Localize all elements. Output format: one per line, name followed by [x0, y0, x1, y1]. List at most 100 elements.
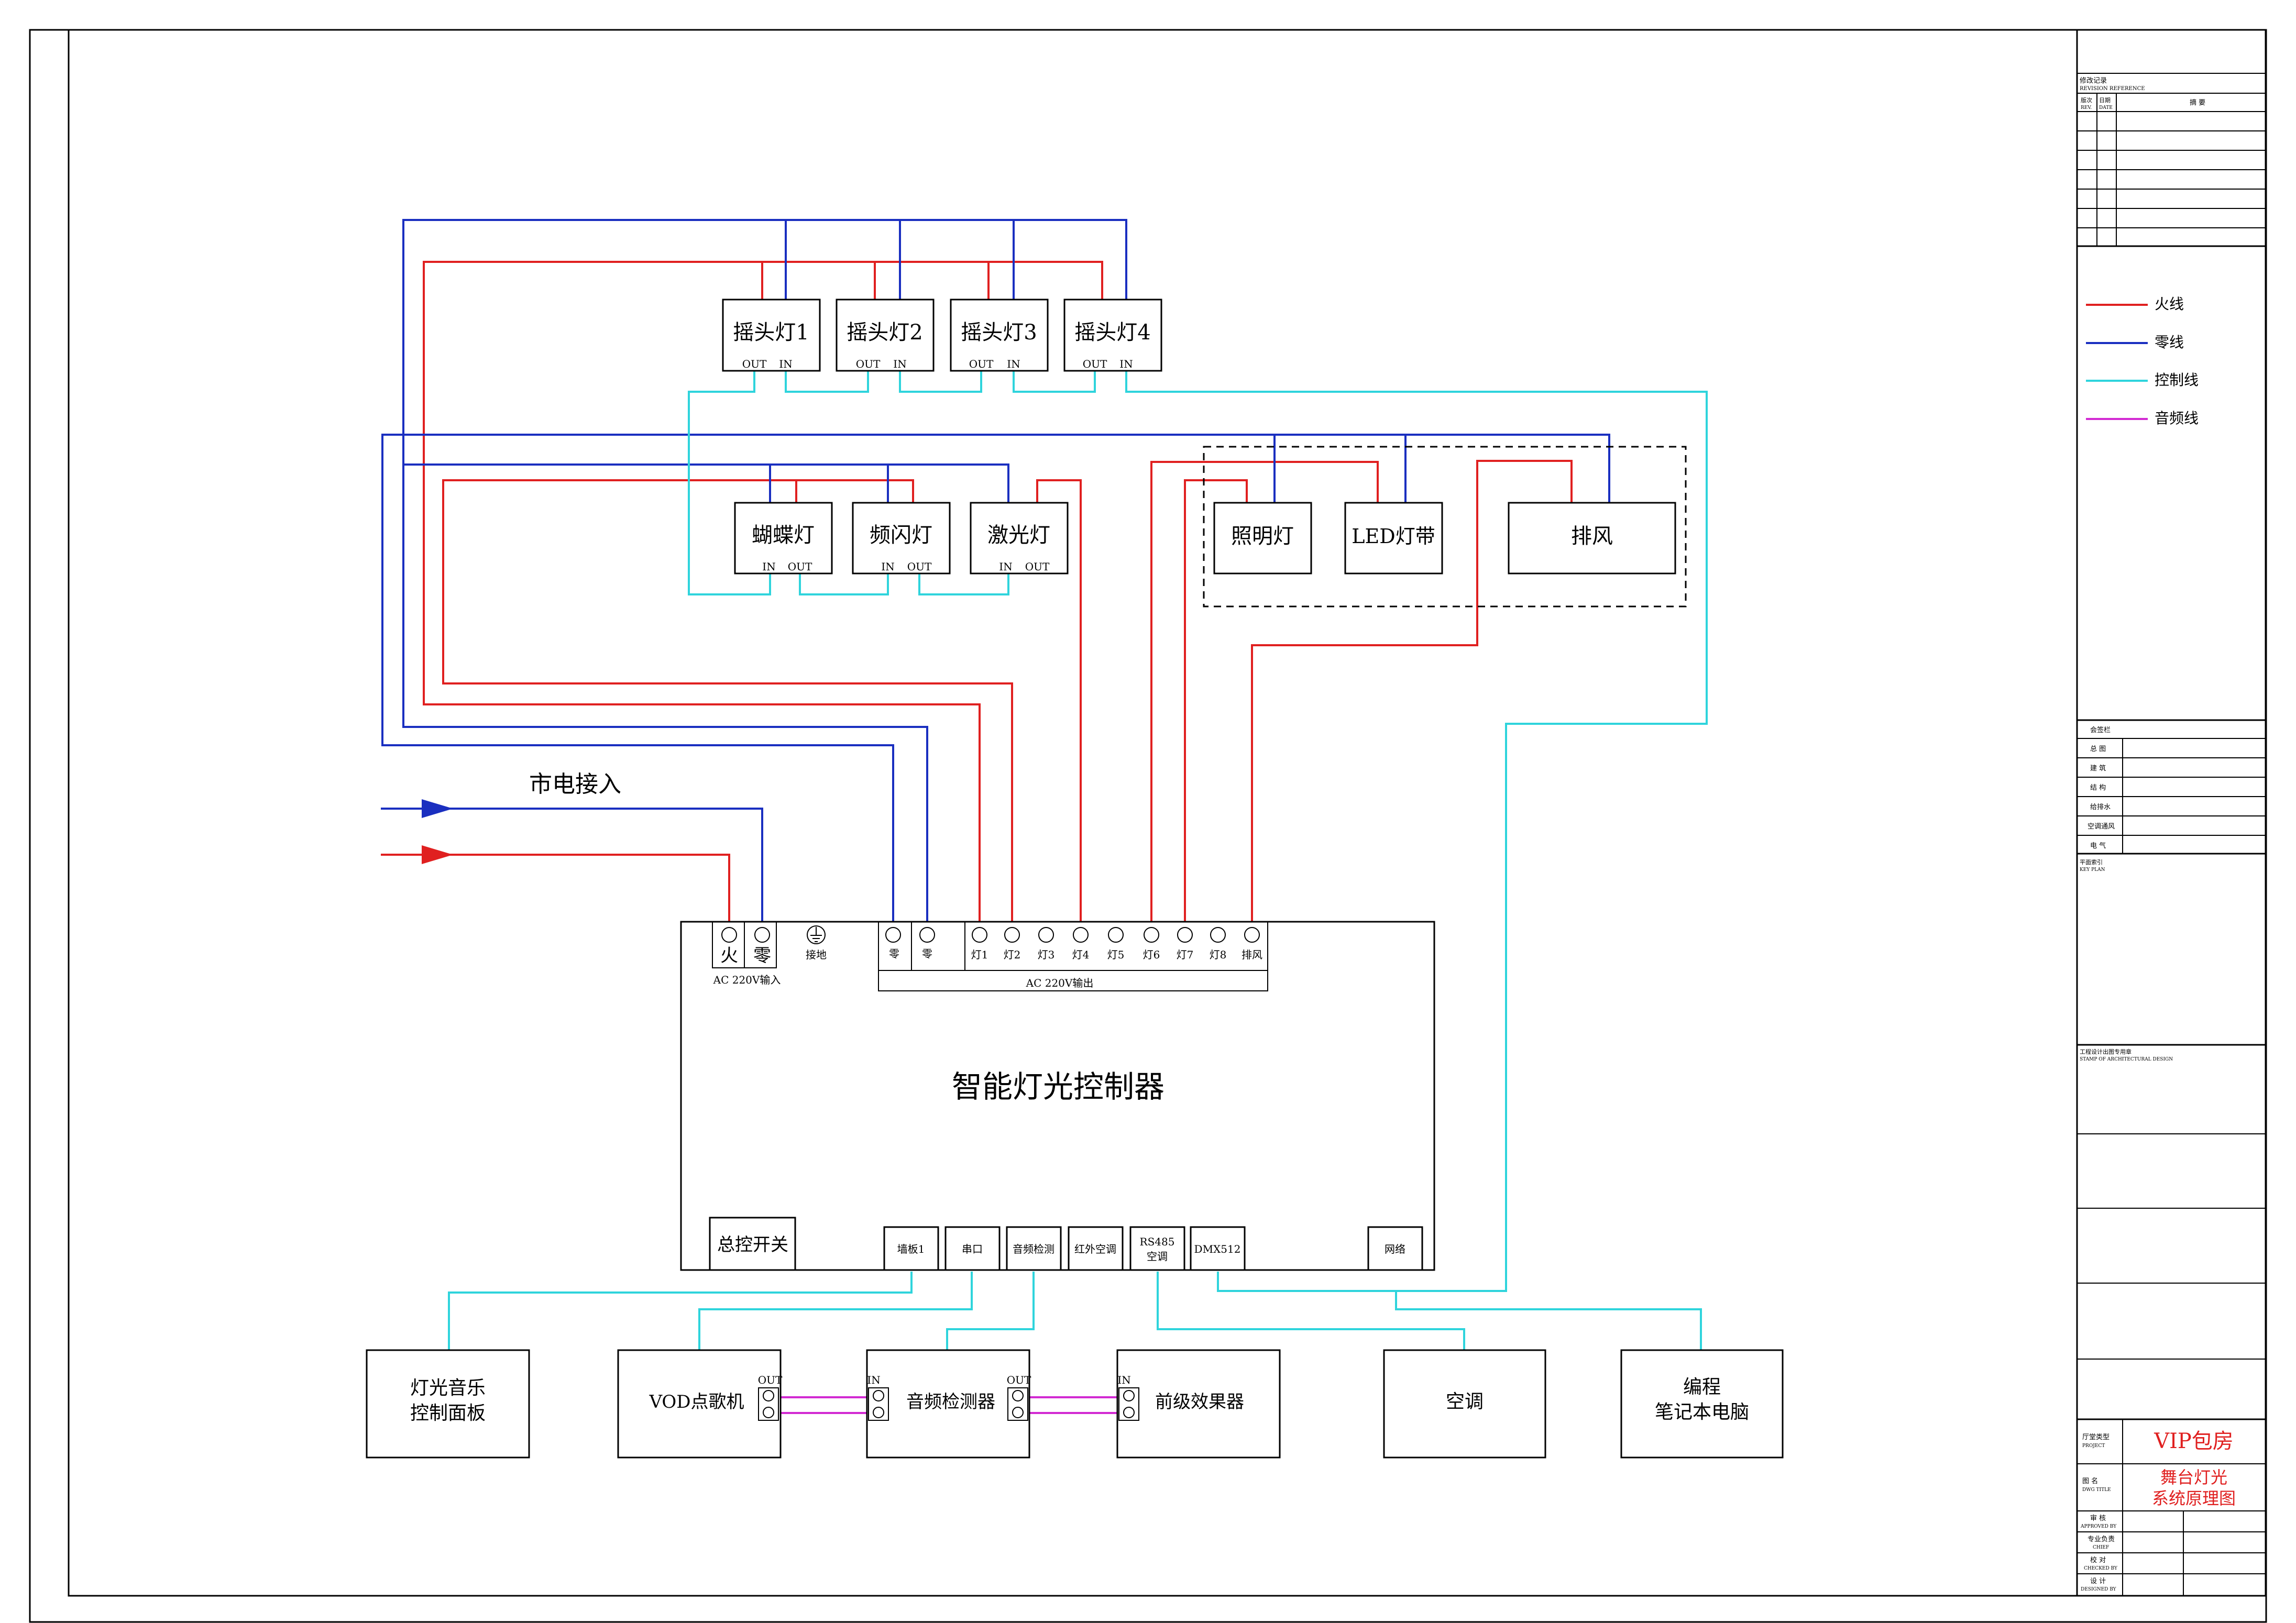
svg-text:灯6: 灯6	[1143, 948, 1160, 961]
moving-head-1[interactable]: 摇头灯1 OUT IN	[722, 299, 821, 372]
svg-text:空调通风: 空调通风	[2088, 823, 2115, 831]
svg-text:IN: IN	[1007, 358, 1020, 370]
music-control-panel[interactable]: 灯光音乐控制面板	[366, 1349, 530, 1459]
neutral-terminal-2[interactable]	[919, 927, 935, 943]
port-serial[interactable]: 串口	[944, 1226, 1001, 1271]
svg-text:零: 零	[922, 947, 932, 960]
terminal-light-6[interactable]	[1144, 927, 1159, 943]
svg-text:灯4: 灯4	[1072, 948, 1090, 961]
port-audio-detect[interactable]: 音频检测	[1006, 1226, 1062, 1271]
svg-text:前级效果器: 前级效果器	[1155, 1392, 1244, 1412]
moving-head-2[interactable]: 摇头灯2 OUT IN	[836, 299, 935, 372]
preamp-effects[interactable]: 前级效果器 IN	[1116, 1349, 1281, 1459]
svg-text:网络: 网络	[1385, 1243, 1405, 1255]
controller-title: 智能灯光控制器	[952, 1069, 1165, 1105]
terminal-light-7[interactable]	[1177, 927, 1193, 943]
svg-text:火线: 火线	[2155, 295, 2184, 313]
drawing-title-cell: 图 名 DWG TITLE 舞台灯光系统原理图	[2077, 1464, 2266, 1511]
svg-text:灯1: 灯1	[971, 948, 988, 961]
strobe-light[interactable]: 频闪灯 IN OUT	[852, 502, 951, 575]
approval-rows: 审 核 APPROVED BY 专业负责 CHIEF 校 对 CHECKED B…	[2077, 1511, 2266, 1596]
moving-head-3[interactable]: 摇头灯3 OUT IN	[950, 299, 1049, 372]
vod-player[interactable]: VOD点歌机 OUT	[617, 1349, 783, 1459]
svg-text:电 气: 电 气	[2090, 842, 2106, 850]
ground-icon	[807, 925, 826, 944]
input-neutral-terminal[interactable]	[754, 927, 770, 943]
exhaust-fan[interactable]: 排风	[1508, 502, 1676, 575]
svg-text:摇头灯1: 摇头灯1	[733, 321, 809, 345]
effect-light-fixtures: 蝴蝶灯 IN OUT 频闪灯 IN OUT 激光灯 IN OUT	[734, 502, 1069, 575]
project-name: VIP包房	[2154, 1429, 2234, 1453]
svg-text:灯7: 灯7	[1177, 948, 1194, 961]
svg-text:激光灯: 激光灯	[987, 523, 1050, 547]
port-dmx512[interactable]: DMX512	[1190, 1226, 1246, 1271]
terminal-light-3[interactable]	[1038, 927, 1054, 943]
led-strip[interactable]: LED灯带	[1344, 502, 1443, 575]
terminal-light-8[interactable]	[1210, 927, 1226, 943]
svg-text:IN: IN	[762, 560, 775, 573]
svg-text:OUT: OUT	[1007, 1374, 1031, 1386]
svg-text:灯2: 灯2	[1004, 948, 1021, 961]
room-load-dashed-boundary	[1203, 446, 1687, 608]
svg-text:CHIEF: CHIEF	[2093, 1545, 2109, 1550]
neutral-terminal-1[interactable]	[885, 927, 901, 943]
svg-text:OUT: OUT	[1083, 358, 1107, 370]
svg-text:灯3: 灯3	[1038, 948, 1055, 961]
svg-text:灯5: 灯5	[1107, 948, 1125, 961]
svg-text:工程设计出图专用章: 工程设计出图专用章	[2080, 1048, 2132, 1055]
sign-off-table: 会签栏 总 图 建 筑 结 构 给排水 空调通风 电 气 平面索引 KEY PL…	[2077, 719, 2266, 873]
audio-wires	[781, 1396, 1121, 1414]
svg-text:LED灯带: LED灯带	[1352, 525, 1435, 548]
revision-table: 修改记录 REVISION REFERENCE 版次 REV. 日期 DATE …	[2077, 73, 2266, 247]
svg-text:图 名: 图 名	[2082, 1477, 2098, 1485]
laser-light[interactable]: 激光灯 IN OUT	[970, 502, 1069, 575]
svg-text:排风: 排风	[1242, 948, 1262, 961]
svg-text:APPROVED BY: APPROVED BY	[2080, 1524, 2117, 1529]
svg-text:IN: IN	[881, 560, 894, 573]
svg-text:频闪灯: 频闪灯	[870, 523, 932, 547]
svg-text:REVISION REFERENCE: REVISION REFERENCE	[2080, 86, 2145, 92]
air-conditioner[interactable]: 空调	[1383, 1349, 1546, 1459]
master-switch[interactable]: 总控开关	[709, 1217, 796, 1271]
moving-head-4[interactable]: 摇头灯4 OUT IN	[1063, 299, 1162, 372]
svg-text:音频线: 音频线	[2155, 410, 2199, 427]
svg-text:OUT: OUT	[1025, 560, 1050, 573]
terminal-light-4[interactable]	[1073, 927, 1089, 943]
lighting-fixture[interactable]: 照明灯	[1213, 502, 1312, 575]
live-wires	[381, 261, 1573, 927]
terminal-light-1[interactable]	[972, 927, 987, 943]
port-ir-aircon[interactable]: 红外空调	[1068, 1226, 1124, 1271]
audio-detector[interactable]: 音频检测器 IN OUT	[866, 1349, 1031, 1459]
port-network[interactable]: 网络	[1367, 1226, 1423, 1271]
svg-text:控制线: 控制线	[2155, 371, 2199, 389]
svg-text:DESIGNED BY: DESIGNED BY	[2081, 1587, 2117, 1592]
svg-text:OUT: OUT	[969, 358, 994, 370]
svg-text:灯光音乐控制面板: 灯光音乐控制面板	[410, 1377, 486, 1424]
smart-lighting-controller[interactable]: 智能灯光控制器 火 零 AC 220V输入 接地 AC 220V输出 零 零	[680, 921, 1435, 1271]
svg-text:排风: 排风	[1571, 524, 1613, 548]
svg-text:IN: IN	[1119, 358, 1133, 370]
svg-text:音频检测: 音频检测	[1013, 1243, 1054, 1255]
svg-text:校 对: 校 对	[2090, 1556, 2106, 1564]
svg-text:REV.: REV.	[2081, 105, 2092, 111]
svg-text:IN: IN	[1117, 1374, 1130, 1386]
svg-text:总 图: 总 图	[2090, 745, 2106, 753]
svg-text:VOD点歌机: VOD点歌机	[649, 1392, 744, 1412]
terminal-light-5[interactable]	[1108, 927, 1124, 943]
svg-text:修改记录: 修改记录	[2080, 77, 2107, 85]
svg-text:总控开关: 总控开关	[717, 1234, 788, 1255]
port-wall-panel[interactable]: 墙板1	[883, 1226, 939, 1271]
mains-neutral-arrow	[422, 799, 453, 818]
svg-text:专业负责: 专业负责	[2088, 1536, 2115, 1543]
svg-text:IN: IN	[999, 560, 1012, 573]
output-caption: AC 220V输出	[1026, 977, 1094, 989]
butterfly-light[interactable]: 蝴蝶灯 IN OUT	[734, 502, 833, 575]
input-live-terminal[interactable]	[721, 927, 737, 943]
terminal-light-2[interactable]	[1004, 927, 1020, 943]
svg-text:音频检测器: 音频检测器	[906, 1392, 995, 1412]
programming-laptop[interactable]: 编程笔记本电脑	[1620, 1349, 1784, 1459]
svg-text:OUT: OUT	[788, 560, 812, 573]
terminal-exhaust[interactable]	[1244, 927, 1260, 943]
